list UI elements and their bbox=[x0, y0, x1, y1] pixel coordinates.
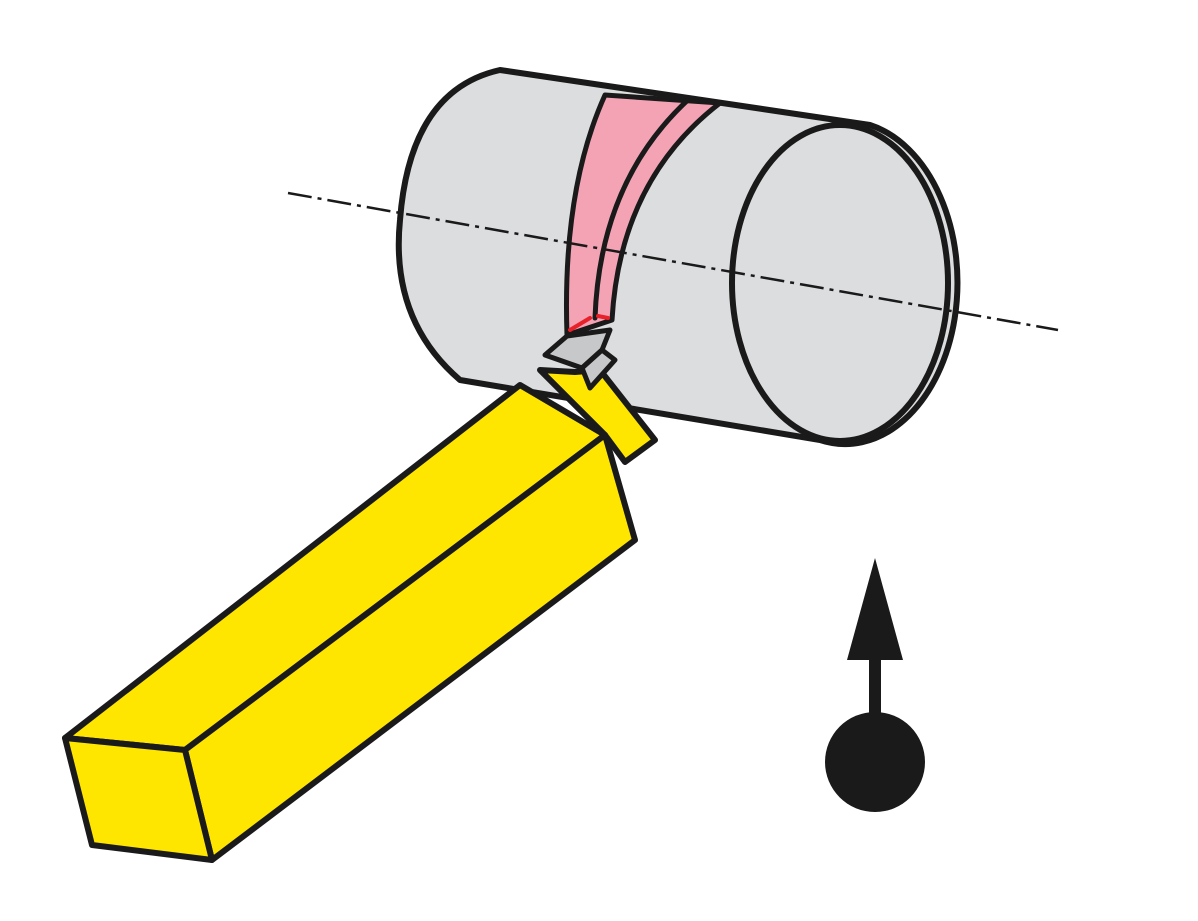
groove bbox=[564, 92, 723, 338]
feed-direction-arrow bbox=[825, 558, 925, 812]
workpiece-cylinder bbox=[395, 67, 961, 447]
axis-centerline bbox=[287, 191, 1059, 332]
cutting-insert bbox=[542, 327, 613, 371]
grooving-tool bbox=[62, 327, 658, 863]
